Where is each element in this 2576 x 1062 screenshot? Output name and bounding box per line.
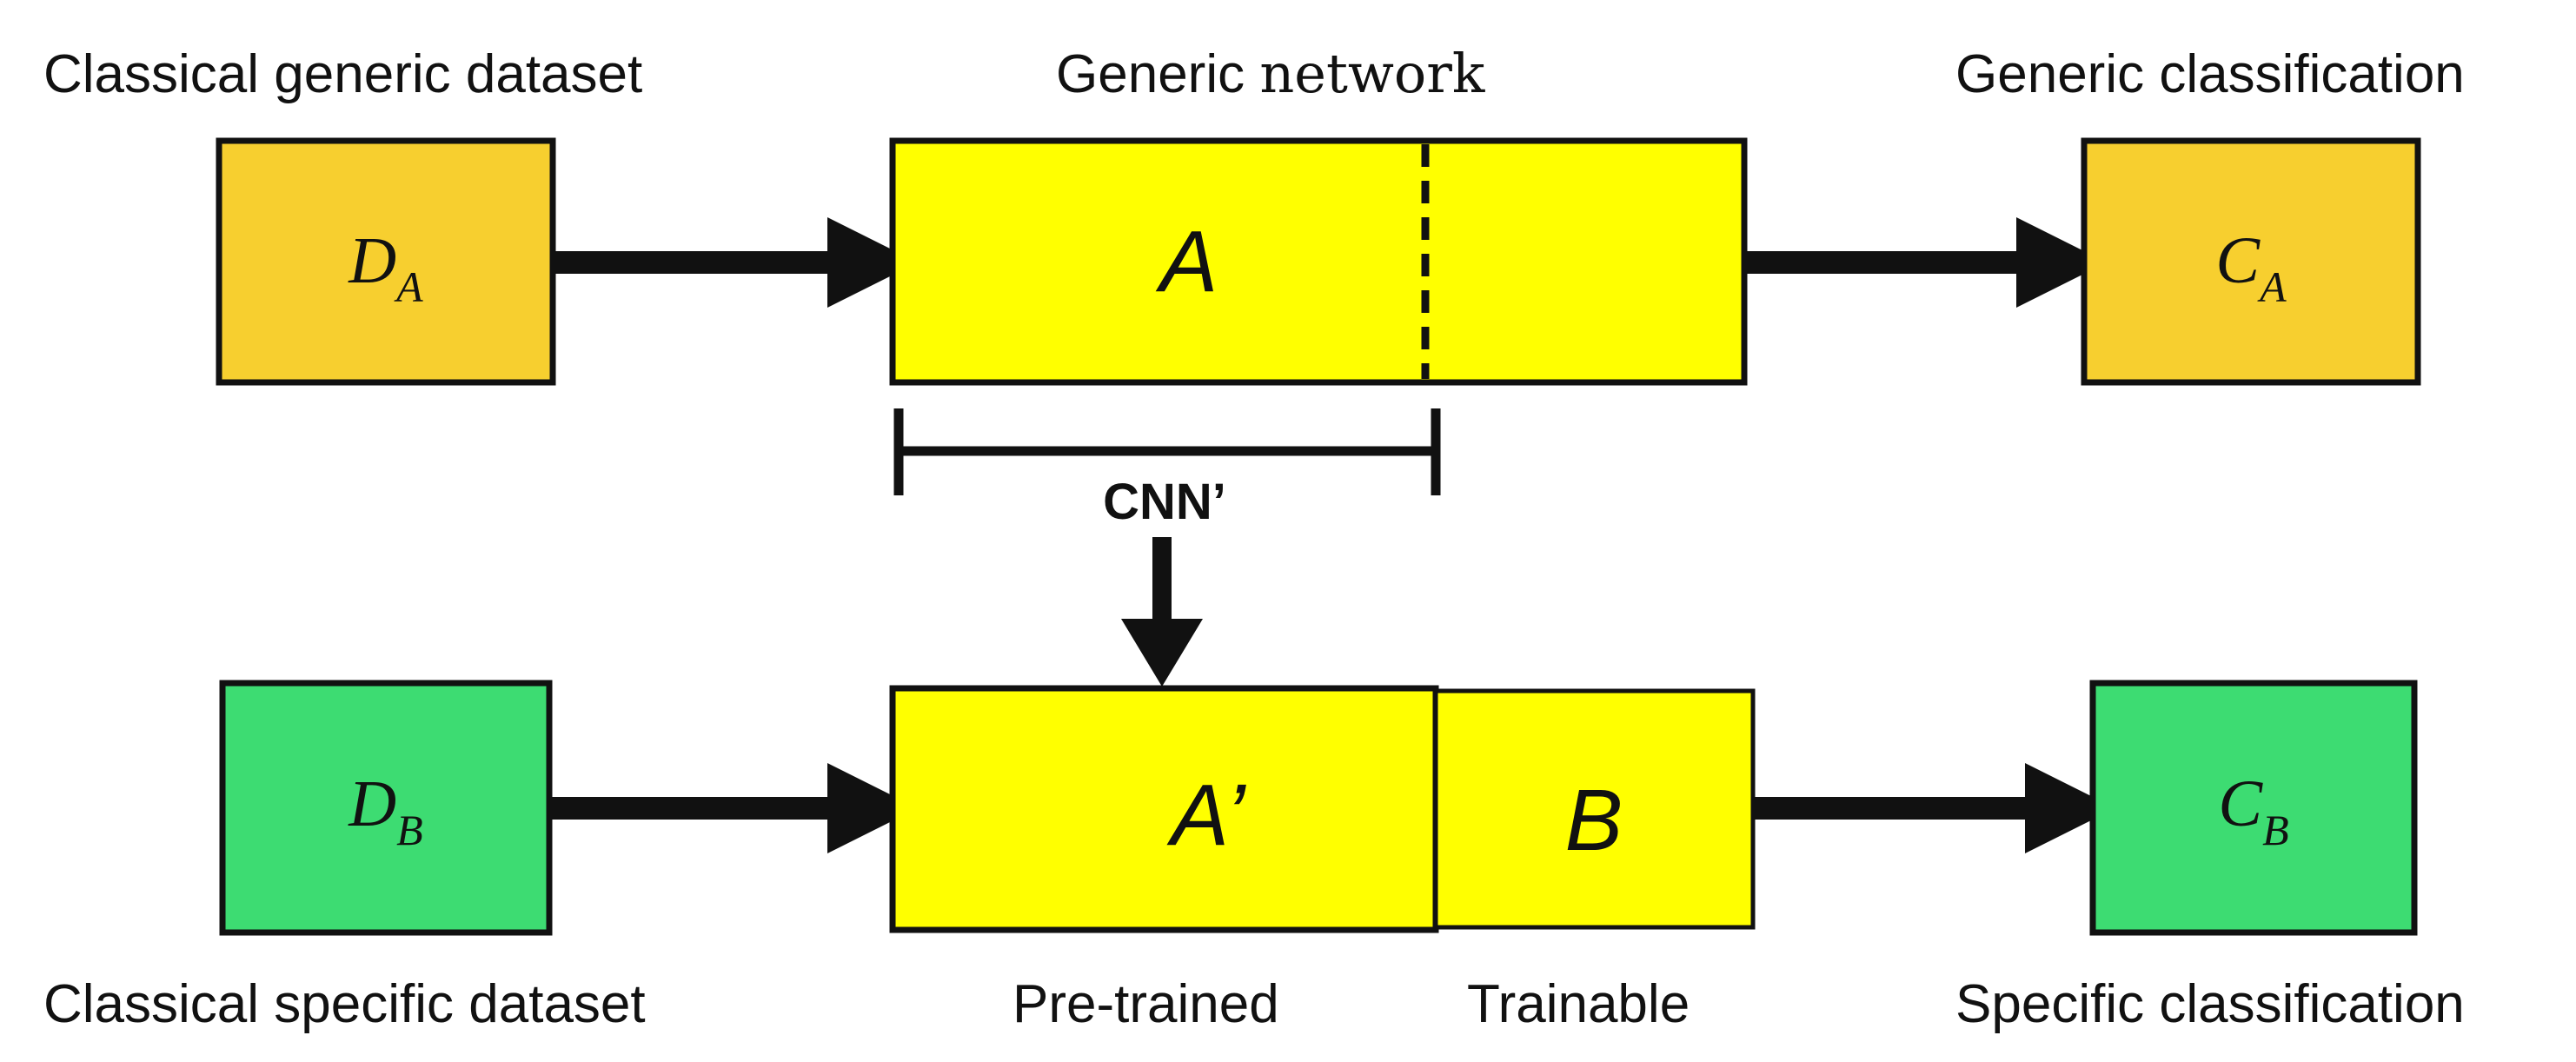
pretrained-block-rect: [889, 685, 1439, 933]
class-b-symbol: CB: [2218, 767, 2288, 854]
cnn-prime-bracket: [893, 408, 1441, 495]
generic-dataset-rect: [216, 137, 556, 386]
dataset-a-sub: A: [394, 262, 423, 311]
generic-dataset-box: DA: [216, 137, 556, 386]
cnn-prime-label: CNN’: [1103, 474, 1226, 530]
class-b-base: C: [2218, 767, 2263, 840]
class-b-sub: B: [2262, 806, 2289, 854]
class-a-symbol: CA: [2215, 224, 2287, 311]
generic-network-label-serif: network: [1259, 42, 1485, 105]
pretrained-label: Pre-trained: [1012, 974, 1279, 1034]
specific-dataset-rect: [219, 680, 553, 936]
dataset-b-sub: B: [396, 806, 423, 854]
transfer-arrow-head: [1121, 619, 1203, 687]
class-a-base: C: [2215, 224, 2261, 297]
specific-dataset-label: Classical specific dataset: [43, 974, 646, 1034]
generic-classification-label: Generic classification: [1955, 44, 2465, 104]
generic-network-rect: [889, 137, 1748, 386]
specific-classification-box: CB: [2089, 680, 2418, 936]
generic-network-label-sans: Generic: [1056, 44, 1259, 104]
specific-dataset-box: DB: [219, 680, 553, 936]
generic-network-label: Generic network: [1056, 42, 1485, 105]
specific-classification-rect: [2089, 680, 2418, 936]
generic-classification-box: CA: [2081, 137, 2421, 386]
dataset-a-base: D: [348, 224, 396, 297]
dataset-b-symbol: DB: [348, 767, 422, 854]
trainable-label: Trainable: [1467, 974, 1690, 1034]
dataset-b-base: D: [348, 767, 396, 840]
network-a-symbol: A: [1156, 213, 1218, 310]
class-a-sub: A: [2257, 262, 2287, 311]
specific-classification-label: Specific classification: [1955, 974, 2465, 1034]
generic-dataset-label: Classical generic dataset: [43, 44, 642, 104]
dataset-a-symbol: DA: [348, 224, 423, 311]
trainable-block-rect: [1433, 688, 1756, 930]
generic-classification-rect: [2081, 137, 2421, 386]
trainable-b-symbol: B: [1565, 772, 1623, 869]
specific-network-box: A’ B: [889, 685, 1756, 933]
generic-network-box: A: [889, 137, 1748, 386]
pretrained-a-prime-symbol: A’: [1166, 767, 1246, 864]
